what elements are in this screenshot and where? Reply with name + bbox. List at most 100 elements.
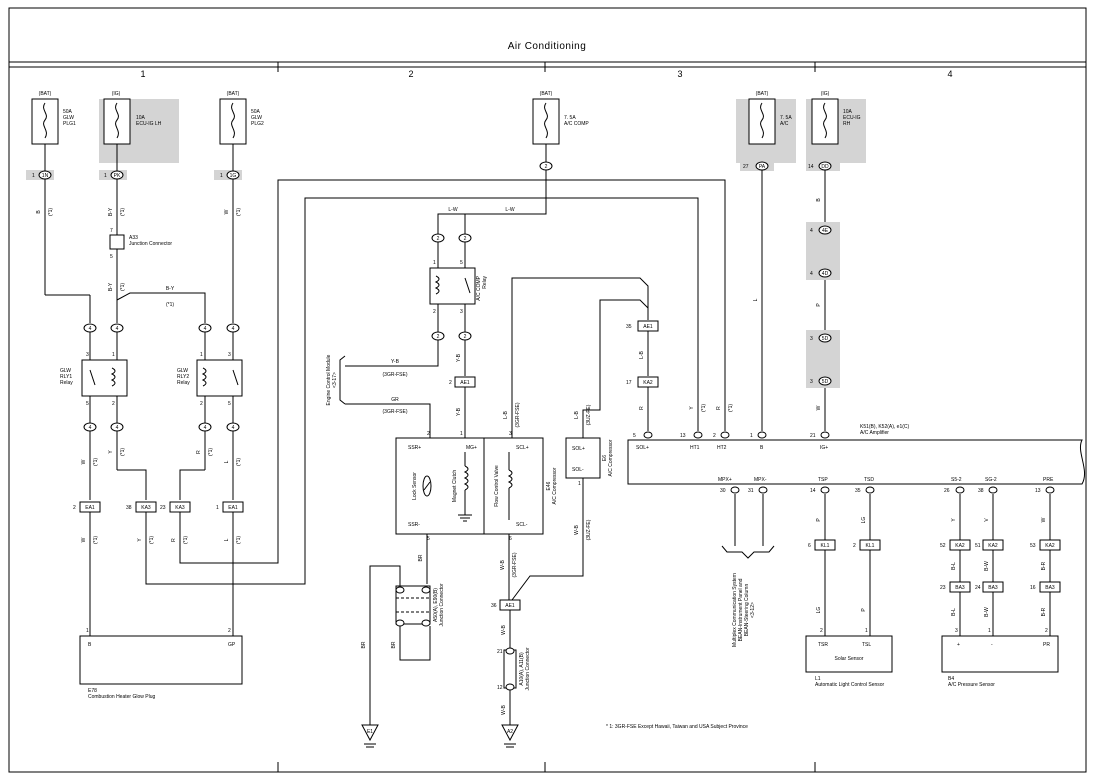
ac-amplifier: K51(B), K52(A), e1(C) A/C Amplifier: [627, 424, 1086, 485]
svg-text:35: 35: [626, 324, 632, 330]
svg-text:K51(B), K52(A), e1(C): K51(B), K52(A), e1(C): [860, 424, 910, 430]
svg-text:(*1): (*1): [48, 208, 54, 216]
svg-text:B-Y: B-Y: [108, 282, 114, 291]
svg-text:27: 27: [743, 164, 749, 170]
svg-text:30: 30: [720, 488, 726, 494]
svg-text:PRE: PRE: [1043, 477, 1054, 483]
svg-text:2: 2: [853, 543, 856, 549]
svg-text:52: 52: [940, 543, 946, 549]
svg-text:5D: 5D: [822, 336, 829, 342]
svg-text:LG: LG: [861, 517, 867, 524]
diagram-title: Air Conditioning: [508, 41, 587, 52]
fuse-glw-plg1: (BAT) 50A GLW PLG1 1 1N: [26, 91, 76, 180]
svg-text:SOL-: SOL-: [572, 467, 584, 473]
svg-text:16: 16: [1030, 585, 1036, 591]
fuse-icon: [760, 102, 764, 139]
svg-text:2: 2: [73, 505, 76, 511]
svg-text:Relay: Relay: [177, 380, 190, 386]
wiring-column-1: B (*1) B-Y (*1) 7 5 A33 Junction Connect…: [36, 144, 726, 700]
svg-text:-: -: [991, 642, 993, 648]
svg-text:KA2: KA2: [1045, 543, 1055, 549]
svg-text:13: 13: [680, 433, 686, 439]
svg-text:Solar Sensor: Solar Sensor: [835, 656, 864, 662]
svg-text:KA2: KA2: [955, 543, 965, 549]
svg-text:38: 38: [978, 488, 984, 494]
fuse-icon: [231, 102, 235, 139]
svg-text:P: P: [816, 518, 822, 522]
svg-text:(*1): (*1): [236, 208, 242, 216]
svg-text:E1: E1: [367, 729, 373, 735]
svg-text:(*1): (*1): [208, 448, 214, 456]
svg-text:BEAN-Steering Column: BEAN-Steering Column: [744, 584, 750, 637]
svg-text:10A: 10A: [843, 109, 853, 115]
svg-text:(BAT): (BAT): [540, 91, 553, 97]
svg-text:7: 7: [110, 228, 113, 234]
svg-text:PLG2: PLG2: [251, 121, 264, 127]
svg-text:5: 5: [633, 433, 636, 439]
svg-text:BA3: BA3: [988, 585, 998, 591]
svg-text:SCL-: SCL-: [516, 522, 528, 528]
svg-text:1: 1: [32, 173, 35, 179]
svg-text:Automatic Light Control Sensor: Automatic Light Control Sensor: [815, 682, 885, 688]
svg-text:(3UZ-FE): (3UZ-FE): [586, 519, 592, 540]
svg-text:A/C Compressor: A/C Compressor: [608, 439, 614, 476]
svg-text:3: 3: [228, 352, 231, 358]
svg-text:A/C Pressure Sensor: A/C Pressure Sensor: [948, 682, 995, 688]
svg-text:GLW: GLW: [60, 368, 71, 374]
svg-text:(*1): (*1): [728, 404, 734, 412]
svg-text:4: 4: [89, 425, 92, 431]
column-1: 1: [140, 69, 145, 79]
svg-text:+: +: [957, 642, 960, 648]
svg-text:PA: PA: [759, 164, 766, 170]
svg-text:Y: Y: [108, 450, 114, 454]
svg-text:B: B: [36, 210, 42, 214]
svg-text:(*1): (*1): [93, 536, 99, 544]
svg-text:Lock Sensor: Lock Sensor: [412, 472, 418, 500]
svg-text:AE1: AE1: [643, 324, 653, 330]
svg-text:7. 5A: 7. 5A: [564, 115, 576, 121]
svg-text:Y-B: Y-B: [456, 353, 462, 362]
svg-text:SOL+: SOL+: [636, 445, 649, 451]
svg-text:1G: 1G: [230, 173, 237, 179]
svg-text:53: 53: [1030, 543, 1036, 549]
fuse-glw-plg2: (BAT) 50A GLW PLG2 1 1G: [214, 91, 264, 180]
svg-text:1: 1: [988, 628, 991, 634]
svg-text:R: R: [196, 450, 202, 454]
svg-text:1: 1: [86, 628, 89, 634]
svg-text:GR: GR: [391, 397, 399, 403]
svg-text:(*1): (*1): [166, 302, 174, 308]
svg-text:A50(A), E90(B): A50(A), E90(B): [433, 588, 439, 622]
svg-text:R: R: [639, 406, 645, 410]
svg-text:A/C COMP: A/C COMP: [476, 275, 482, 300]
svg-text:W: W: [816, 405, 822, 410]
svg-text:10A: 10A: [136, 115, 146, 121]
svg-text:1: 1: [216, 505, 219, 511]
svg-text:B-Y: B-Y: [166, 286, 175, 292]
svg-text:L-B: L-B: [574, 410, 580, 418]
svg-text:1: 1: [460, 431, 463, 437]
svg-text:5: 5: [228, 401, 231, 407]
svg-text:1: 1: [104, 173, 107, 179]
svg-text:B-L: B-L: [951, 562, 957, 570]
svg-text:S5-2: S5-2: [951, 477, 962, 483]
svg-text:W-B: W-B: [501, 705, 507, 715]
svg-text:4D: 4D: [822, 271, 829, 277]
svg-text:4: 4: [204, 425, 207, 431]
svg-text:B-W: B-W: [984, 607, 990, 617]
svg-text:A/C: A/C: [780, 121, 789, 127]
ground-e1: E1: [361, 724, 379, 748]
svg-text:B-R: B-R: [1041, 607, 1047, 616]
svg-text:L-W: L-W: [505, 207, 514, 213]
svg-text:LG: LG: [816, 607, 822, 614]
wiring-column-3: SOL+ SOL- E6 A/C Compressor 1 L-B (3UZ-F…: [511, 170, 1086, 730]
svg-text:(3GR-FSE): (3GR-FSE): [383, 372, 408, 378]
svg-text:BR: BR: [418, 554, 424, 561]
svg-text:A/C Amplifier: A/C Amplifier: [860, 430, 889, 436]
svg-text:2: 2: [427, 431, 430, 437]
svg-text:1: 1: [112, 352, 115, 358]
